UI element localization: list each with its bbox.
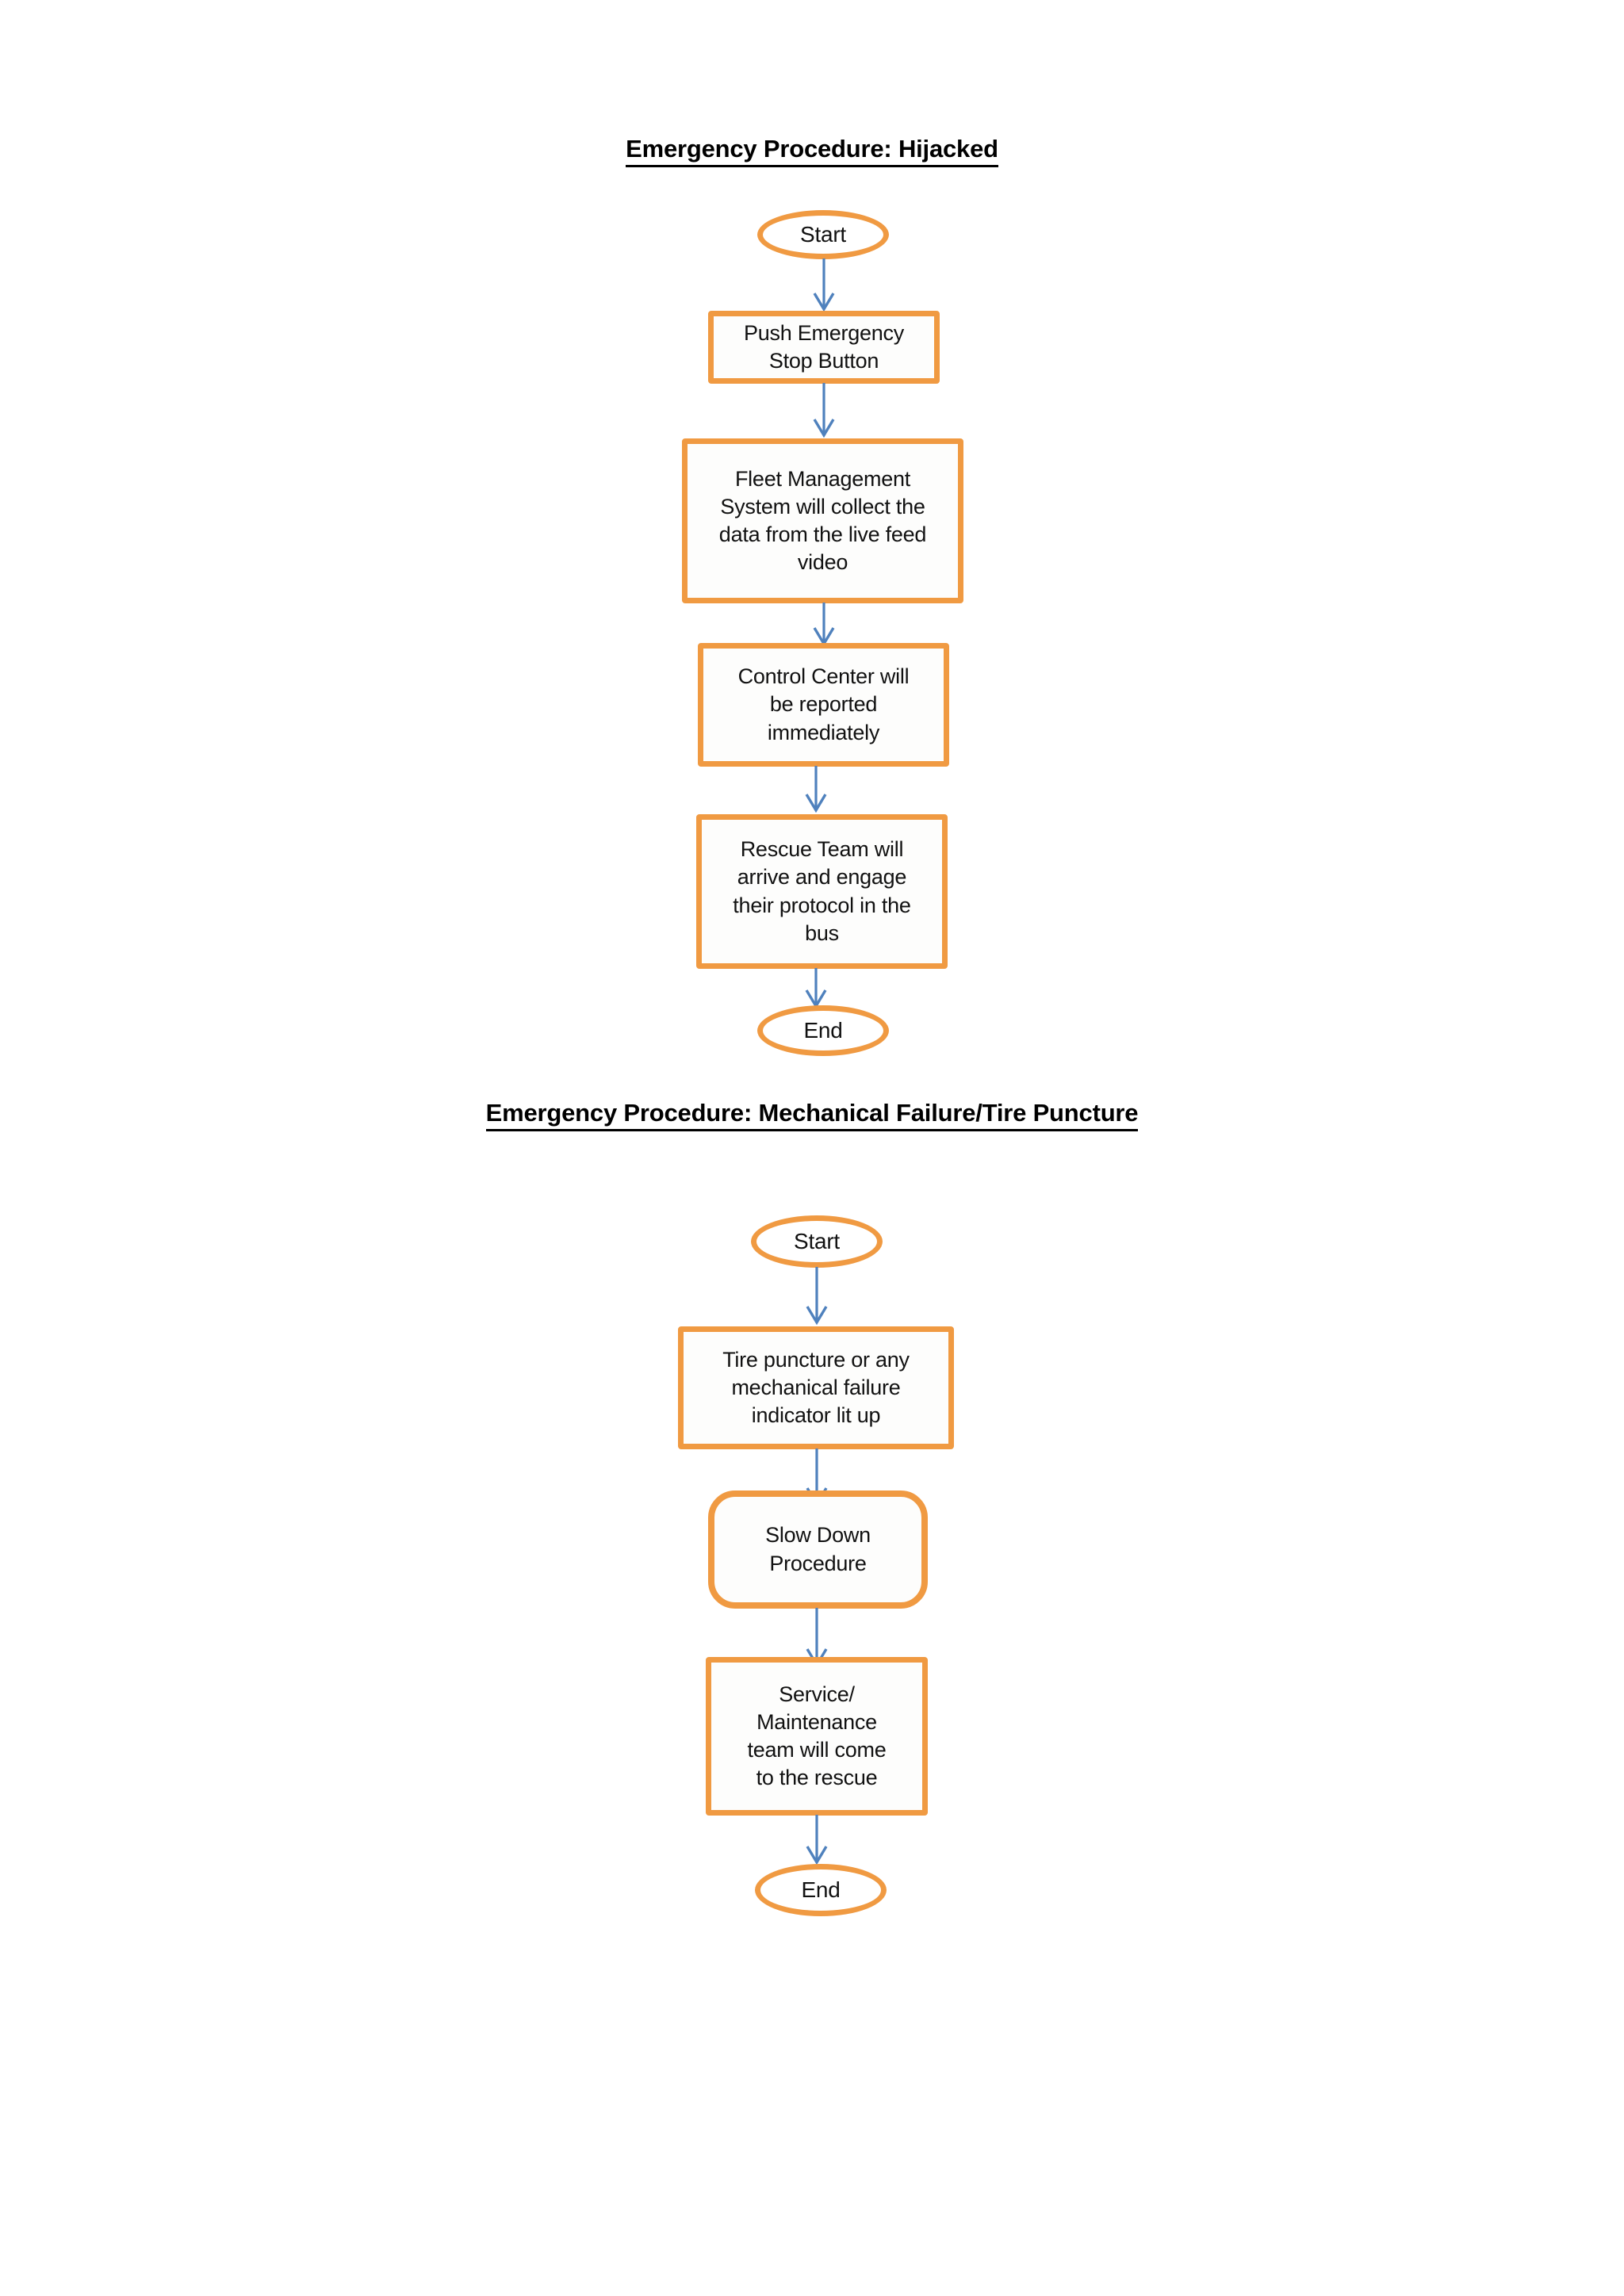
node-mechanical-step-1-label: Tire puncture or any mechanical failure … [722,1347,910,1428]
node-hijacked-step-2-label: Fleet Management System will collect the… [718,466,927,575]
node-hijacked-step-1-label: Push Emergency Stop Button [743,320,905,373]
diagram-title-mechanical-failure-text: Emergency Procedure: Mechanical Failure/… [485,1099,1139,1131]
node-mechanical-step-2[interactable]: Slow Down Procedure [708,1490,928,1609]
node-hijacked-start[interactable]: Start [757,210,889,259]
edge-hijacked-step4-to-end [805,968,827,1009]
node-hijacked-end-label: End [803,1017,843,1043]
node-hijacked-step-4[interactable]: Rescue Team will arrive and engage their… [696,814,948,969]
node-hijacked-step-2[interactable]: Fleet Management System will collect the… [682,438,963,603]
diagram-title-mechanical-failure: Emergency Procedure: Mechanical Failure/… [0,1099,1624,1131]
edge-mechanical-start-to-step1 [806,1267,828,1326]
node-hijacked-step-3-label: Control Center will be reported immediat… [737,664,910,744]
node-hijacked-step-1[interactable]: Push Emergency Stop Button [708,311,940,384]
node-hijacked-start-label: Start [800,221,846,247]
edge-hijacked-step2-to-step3 [813,603,835,647]
edge-hijacked-step3-to-step4 [805,766,827,813]
node-mechanical-step-1[interactable]: Tire puncture or any mechanical failure … [678,1326,954,1449]
node-mechanical-step-3-label: Service/ Maintenance team will come to t… [747,1682,887,1790]
edge-hijacked-step1-to-step2 [813,383,835,438]
node-mechanical-step-3[interactable]: Service/ Maintenance team will come to t… [706,1657,928,1816]
node-mechanical-end[interactable]: End [755,1864,887,1916]
arrowhead-icon [813,293,835,312]
diagram-title-hijacked-text: Emergency Procedure: Hijacked [626,135,998,167]
edge-hijacked-start-to-step1 [813,258,835,312]
node-mechanical-start-label: Start [794,1228,840,1253]
node-hijacked-end[interactable]: End [757,1005,889,1056]
node-mechanical-step-2-label: Slow Down Procedure [765,1523,871,1575]
node-hijacked-step-4-label: Rescue Team will arrive and engage their… [733,837,911,945]
diagram-title-hijacked: Emergency Procedure: Hijacked [0,135,1624,167]
arrowhead-icon [806,1846,828,1866]
edge-mechanical-step3-to-end [806,1815,828,1866]
arrowhead-icon [805,794,827,813]
arrowhead-icon [806,1306,828,1326]
node-mechanical-start[interactable]: Start [751,1215,883,1268]
node-hijacked-step-3[interactable]: Control Center will be reported immediat… [698,643,949,767]
node-mechanical-end-label: End [801,1877,841,1902]
arrowhead-icon [813,419,835,438]
